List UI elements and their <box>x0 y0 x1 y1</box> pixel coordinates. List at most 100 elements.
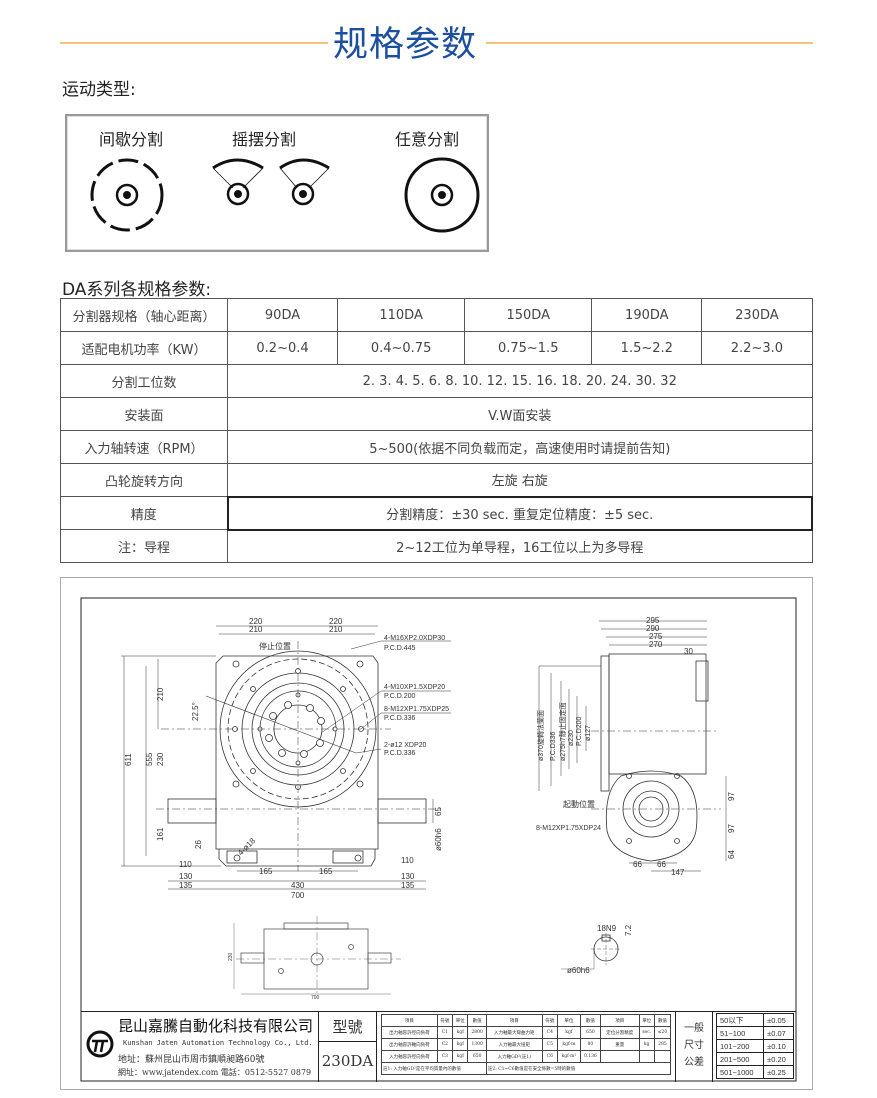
tolerance-table: 50以下±0.05 51~100±0.07 101~200±0.10 201~5… <box>715 1013 794 1079</box>
dim: 66 <box>633 860 642 869</box>
table-row: 凸轮旋转方向左旋 右旋 <box>60 463 813 497</box>
dim: 4-ø18 <box>236 836 258 858</box>
dim: 290 <box>646 624 660 633</box>
table-row: 精度分割精度：±30 sec. 重复定位精度：±5 sec. <box>60 495 813 531</box>
cell: 分割精度：±30 sec. 重复定位精度：±5 sec. <box>226 495 813 531</box>
dim: 147 <box>671 868 685 877</box>
dim: 165 <box>319 867 333 876</box>
cell: 190DA <box>591 298 703 332</box>
model-label: 型號 <box>319 1012 376 1042</box>
row-header: 分割器规格（轴心距离） <box>60 298 228 332</box>
cell: 數值 <box>467 1014 487 1027</box>
cell: ±0.10 <box>763 1039 794 1053</box>
motion-oscillating-label: 摇摆分割 <box>232 130 297 149</box>
dim: 555 <box>145 752 154 766</box>
stop-position-label: 停止位置 <box>259 641 291 651</box>
dim: 275 <box>649 632 663 641</box>
cell: kgf <box>452 1026 469 1039</box>
cell <box>638 1050 655 1063</box>
dim: 22.5° <box>191 702 200 721</box>
dim: 64 <box>727 850 736 859</box>
cell: V.W面安装 <box>227 397 813 431</box>
cell: 單位 <box>638 1014 655 1027</box>
row-header: 注：导程 <box>60 529 228 563</box>
dim: ø230 <box>568 730 575 746</box>
cell: 0.2~0.4 <box>226 331 339 365</box>
dim: 135 <box>401 881 415 890</box>
cell: ±0.07 <box>763 1026 794 1040</box>
dim: ø275h7靜止固定面 <box>558 702 567 761</box>
front-view-dimensions: 220 220 210 210 停止位置 4-M16XP2.0XDP30 P.C… <box>124 617 449 900</box>
cell: 左旋 右旋 <box>227 463 813 497</box>
company-name-en: Kunshan Jaten Automation Technology Co.,… <box>123 1039 313 1047</box>
cell: 單位 <box>452 1014 469 1027</box>
row-header: 适配电机功率（KW） <box>60 331 228 365</box>
cell: C6 <box>541 1050 558 1063</box>
cell: kgf <box>452 1038 469 1051</box>
cell: C4 <box>541 1026 558 1039</box>
start-position-label: 起動位置 <box>563 799 595 809</box>
cell: 2. 3. 4. 5. 6. 8. 10. 12. 15. 16. 18. 20… <box>227 364 813 398</box>
dim: 230 <box>156 752 165 766</box>
cell: C3 <box>436 1050 454 1063</box>
model-block: 型號 230DA <box>319 1012 377 1082</box>
tolerance-label: 一般 尺寸 公差 <box>675 1012 713 1082</box>
drawing-svg: 220 220 210 210 停止位置 4-M16XP2.0XDP30 P.C… <box>80 597 797 1082</box>
bottom-view <box>233 916 401 996</box>
row-header: 凸轮旋转方向 <box>60 463 228 497</box>
technical-drawing: 220 220 210 210 停止位置 4-M16XP2.0XDP30 P.C… <box>60 577 813 1090</box>
cell: 項目 <box>485 1014 543 1027</box>
cell: 項目 <box>600 1014 640 1027</box>
front-view <box>121 625 451 890</box>
dim: 30 <box>684 647 693 656</box>
dim: 97 <box>727 824 736 833</box>
dim: 130 <box>179 872 193 881</box>
dim: 210 <box>329 625 343 634</box>
dim: 110 <box>401 856 414 865</box>
oscillating-icon <box>212 158 330 206</box>
company-contact: 網址：www.jatendex.com 電話：0512-5527 0879 <box>118 1068 312 1077</box>
dim: 220 <box>249 617 263 626</box>
key-dim: 18N9 <box>597 924 617 933</box>
company-block: 昆山嘉騰自動化科技有限公司 Kunshan Jaten Automation T… <box>81 1012 319 1082</box>
tol-label-line: 一般 <box>684 1023 704 1034</box>
dim: ø370旋轉法蘭面 <box>536 710 545 761</box>
dim: 210 <box>249 625 263 634</box>
dim: 26 <box>194 840 203 849</box>
cell: 符號 <box>541 1014 558 1027</box>
cell: ±0.05 <box>763 1013 794 1027</box>
cell: 數值 <box>653 1014 672 1027</box>
spec-label: DA系列各规格参数: <box>62 280 212 300</box>
cell: 項目 <box>381 1014 438 1027</box>
cell: 數值 <box>579 1014 602 1027</box>
dim: 65 <box>434 807 443 816</box>
cell: 出力軸容許軸向負荷 <box>381 1038 438 1051</box>
dim: 295 <box>646 616 660 625</box>
page-title: 规格参数 <box>333 25 478 65</box>
note: 4-M10XP1.5XDP20 <box>384 684 445 691</box>
cell: 單位 <box>556 1014 581 1027</box>
cell: kg <box>638 1038 655 1051</box>
note: 註2: C1~C6數值是在安全係數=5時的數值 <box>485 1062 672 1075</box>
cell: 入力軸GD²(註1) <box>485 1050 543 1063</box>
note: P.C.D.200 <box>384 693 415 700</box>
dim: P.C.D336 <box>550 731 557 761</box>
dim: 130 <box>401 872 415 881</box>
motion-types-panel: 间歇分割 摇摆分割 任意分割 <box>65 114 489 252</box>
dim: 161 <box>156 827 165 841</box>
row-header: 入力轴转速（RPM） <box>60 430 228 464</box>
dim: ø127 <box>585 725 592 741</box>
shaft-dia-dim: ø60h6 <box>567 966 590 975</box>
cell: 入力軸容許徑向負荷 <box>381 1050 438 1063</box>
cell: 2800 <box>467 1026 487 1039</box>
dim: P.C.D200 <box>576 716 583 746</box>
dim: ø60h6 <box>434 828 443 851</box>
cell: 90DA <box>226 298 339 332</box>
cell: 0.75~1.5 <box>464 331 593 365</box>
cell: C5 <box>541 1038 558 1051</box>
